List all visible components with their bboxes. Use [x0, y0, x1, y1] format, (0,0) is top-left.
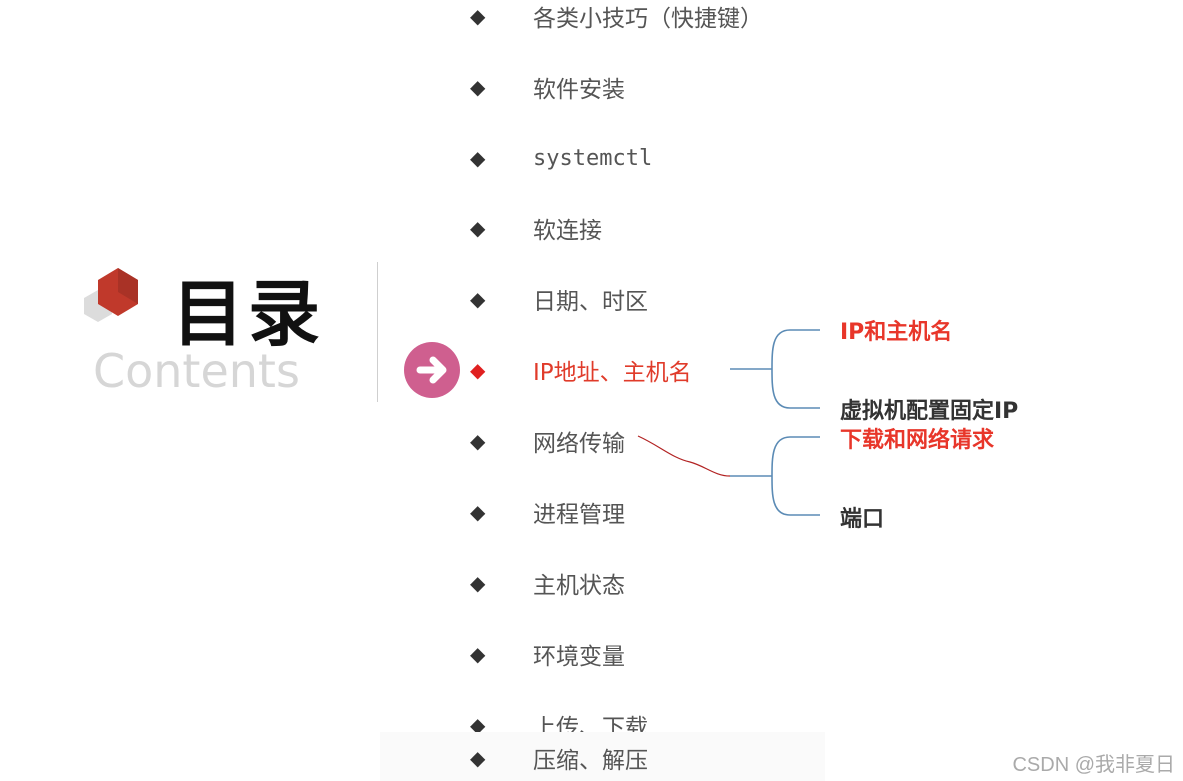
diamond-bullet-icon: ◆	[470, 500, 486, 524]
diamond-bullet-icon: ◆	[470, 146, 486, 170]
menu-item-label: 进程管理	[533, 502, 625, 528]
diamond-bullet-icon: ◆	[470, 713, 486, 737]
menu-item-compress-decompress[interactable]: ◆ 压缩、解压	[470, 736, 648, 780]
menu-item-label: 各类小技巧（快捷键）	[533, 6, 763, 32]
subtitle-overlay-strip	[380, 732, 825, 781]
diamond-bullet-icon: ◆	[470, 75, 486, 99]
menu-item-label: 主机状态	[533, 573, 625, 599]
page-subtitle: Contents	[93, 344, 300, 398]
diamond-bullet-icon: ◆	[470, 746, 486, 770]
ip-branch-top-label: IP和主机名	[840, 320, 953, 345]
net-branch-bottom-label: 端口	[840, 507, 885, 532]
title-divider	[377, 262, 378, 402]
menu-item-tips[interactable]: ◆ 各类小技巧（快捷键）	[470, 0, 763, 38]
menu-item-network-transfer[interactable]: ◆ 网络传输	[470, 419, 625, 463]
red-annotation-stroke	[637, 435, 731, 477]
arrow-right-circle-icon	[404, 342, 460, 398]
menu-item-label: 环境变量	[533, 644, 625, 670]
diamond-bullet-icon: ◆	[470, 358, 486, 382]
ip-branch-bottom-label: 虚拟机配置固定IP	[840, 399, 1019, 424]
diamond-bullet-icon: ◆	[470, 216, 486, 240]
menu-item-label: systemctl	[533, 145, 653, 171]
menu-item-host-status[interactable]: ◆ 主机状态	[470, 561, 625, 605]
csdn-watermark: CSDN @我非夏日	[1012, 754, 1175, 776]
diamond-bullet-icon: ◆	[470, 4, 486, 28]
diamond-bullet-icon: ◆	[470, 642, 486, 666]
page-title: 目录	[172, 271, 325, 356]
menu-item-date-timezone[interactable]: ◆ 日期、时区	[470, 277, 648, 321]
menu-item-label: 压缩、解压	[533, 748, 648, 774]
menu-item-label: 网络传输	[533, 431, 625, 457]
contents-logo-icon	[84, 268, 138, 322]
diamond-bullet-icon: ◆	[470, 287, 486, 311]
menu-item-env-variables[interactable]: ◆ 环境变量	[470, 632, 625, 676]
menu-item-ip-hostname[interactable]: ◆ IP地址、主机名	[470, 348, 692, 392]
menu-item-software-install[interactable]: ◆ 软件安装	[470, 65, 625, 109]
menu-item-label: 日期、时区	[533, 289, 648, 315]
menu-item-label: 软件安装	[533, 77, 625, 103]
menu-item-label: IP地址、主机名	[533, 360, 692, 386]
net-branch-bracket	[730, 436, 820, 516]
menu-item-label: 软连接	[533, 218, 602, 244]
menu-item-systemctl[interactable]: ◆ systemctl	[470, 136, 652, 180]
net-branch-top-label: 下载和网络请求	[840, 428, 995, 453]
ip-branch-bracket	[730, 329, 820, 409]
menu-item-soft-link[interactable]: ◆ 软连接	[470, 206, 602, 250]
menu-item-process-management[interactable]: ◆ 进程管理	[470, 490, 625, 534]
diamond-bullet-icon: ◆	[470, 429, 486, 453]
diamond-bullet-icon: ◆	[470, 571, 486, 595]
